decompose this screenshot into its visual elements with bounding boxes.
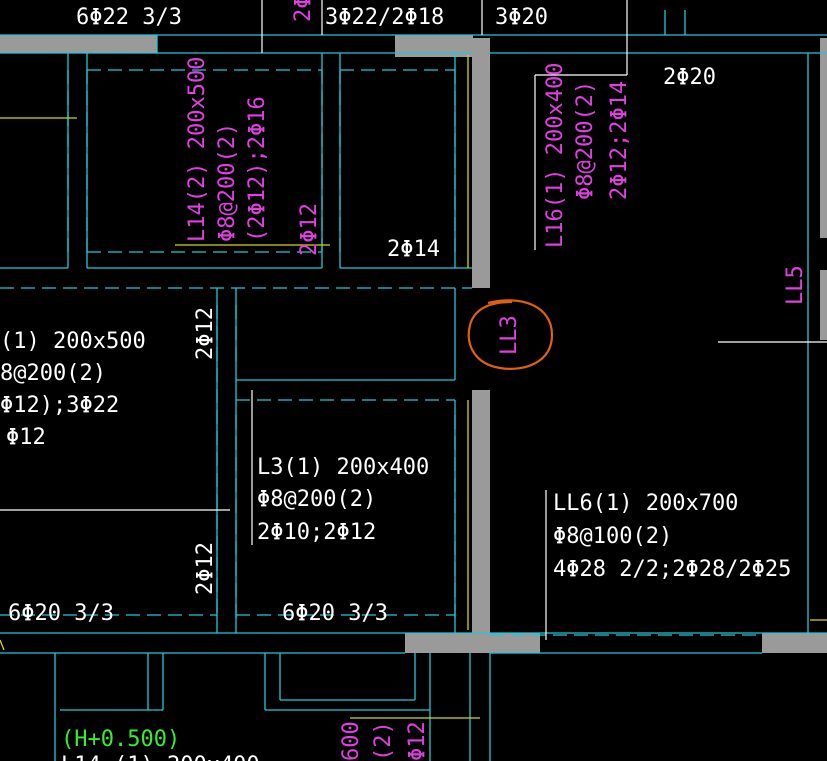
- bottom-magenta-1: 600: [339, 721, 364, 761]
- top-rebar-mid-vertical: 2Φ: [291, 0, 316, 22]
- LL6-line2: Φ8@100(2): [553, 524, 672, 549]
- beam-L16-label: L16(1) 200x400 Φ8@200(2) 2Φ12;2Φ14: [543, 63, 632, 248]
- mid-vertical-lower: 2Φ12: [193, 542, 218, 595]
- L14-line2: Φ8@200(2): [215, 123, 240, 242]
- left-beam-line2: 8@200(2): [0, 361, 106, 386]
- wall-top-left: [0, 35, 157, 53]
- bottom-magenta-3: Φ12: [405, 721, 430, 761]
- dashed-lines: [0, 69, 456, 620]
- left-beam-line1: (1) 200x500: [0, 329, 146, 354]
- bottom-rebar-mid: 6Φ20 3/3: [282, 601, 388, 626]
- bottom-cut-beam-text: L14 (1) 200x400: [61, 753, 260, 761]
- LL6-line3: 4Φ28 2/2;2Φ28/2Φ25: [553, 557, 791, 582]
- bottom-magenta-2: (2): [371, 721, 396, 761]
- L3-line2: Φ8@200(2): [257, 487, 376, 512]
- L16-line3: 2Φ12;2Φ14: [607, 81, 632, 200]
- L14-extra: 2Φ12: [297, 203, 322, 256]
- leader-lines: [0, 0, 827, 640]
- beam-L14-label: L14(2) 200x500 Φ8@200(2) (2Φ12);2Φ16 2Φ1…: [185, 57, 322, 256]
- wall-bottom-right: [762, 633, 827, 653]
- yellow-lines: [0, 55, 827, 719]
- L16-line1: L16(1) 200x400: [543, 63, 568, 248]
- mid-vertical-upper: 2Φ12: [193, 307, 218, 360]
- wall-top-middle: [395, 35, 473, 57]
- left-beam-line3: Φ12);3Φ22: [0, 393, 119, 418]
- top-rebar-mid: 3Φ22/2Φ18: [325, 5, 444, 30]
- beam-LL6-label: LL6(1) 200x700 Φ8@100(2) 4Φ28 2/2;2Φ28/2…: [553, 491, 791, 582]
- L3-line1: L3(1) 200x400: [257, 455, 429, 480]
- L14-line1: L14(2) 200x500: [185, 57, 210, 242]
- top-rebar-right-bottom: 2Φ20: [663, 65, 716, 90]
- LL6-line1: LL6(1) 200x700: [553, 491, 738, 516]
- highlight-circle: [467, 299, 554, 370]
- beam-lines: [0, 10, 827, 761]
- L16-line2: Φ8@200(2): [573, 81, 598, 200]
- label-LL3: LL3: [497, 315, 522, 355]
- wall-column-upper: [472, 38, 490, 288]
- bottom-rebar-left: 6Φ20 3/3: [8, 601, 114, 626]
- top-rebar-right: 3Φ20: [495, 5, 548, 30]
- wall-right-upper: [820, 38, 827, 238]
- top-rebar-left: 6Φ22 3/3: [76, 5, 182, 30]
- wall-bottom-middle: [405, 633, 540, 653]
- left-beam-label: (1) 200x500 8@200(2) Φ12);3Φ22 Φ12: [0, 329, 146, 450]
- L14-line3: (2Φ12);2Φ16: [245, 96, 270, 242]
- label-LL5: LL5: [783, 265, 808, 305]
- elevation-label: (H+0.500): [61, 727, 180, 752]
- wall-column-lower: [472, 390, 490, 640]
- left-beam-line4: Φ12: [6, 425, 46, 450]
- L3-line3: 2Φ10;2Φ12: [257, 520, 376, 545]
- wall-right-middle: [820, 270, 827, 340]
- walls: [0, 35, 827, 653]
- beam-L3-label: L3(1) 200x400 Φ8@200(2) 2Φ10;2Φ12: [257, 455, 429, 545]
- room-rebar-2phi14: 2Φ14: [387, 237, 440, 262]
